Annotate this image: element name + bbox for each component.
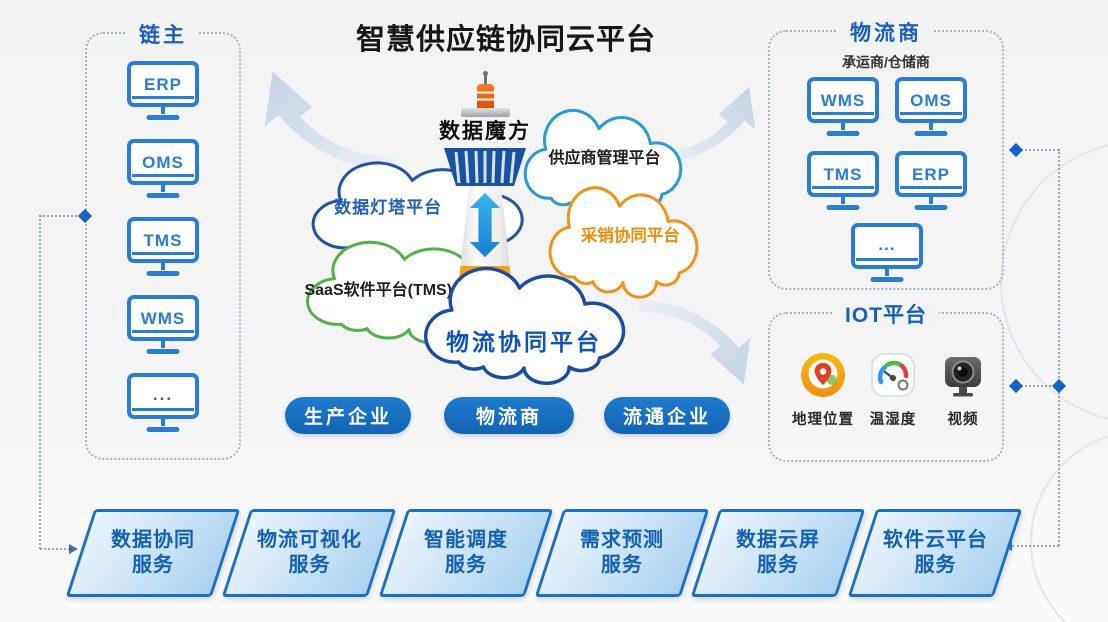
connector-line xyxy=(40,215,85,217)
gauge-icon xyxy=(871,353,915,397)
svg-text:TMS: TMS xyxy=(824,165,863,184)
cloud-logistics-collab: 物流协同平台 xyxy=(400,250,648,380)
location-pin-icon xyxy=(801,353,845,397)
page-title: 智慧供应链协同云平台 xyxy=(356,24,657,56)
flow-arrow-up-left xyxy=(264,71,398,173)
connector-node xyxy=(1008,378,1024,394)
service-label: 数据协同 xyxy=(111,529,196,551)
connector-line xyxy=(1016,149,1059,151)
service-label: 需求预测 xyxy=(580,529,665,551)
monitor-more-icon: ... xyxy=(127,373,199,432)
panel-title: 链主 xyxy=(127,19,199,49)
service-data-screen: 数据云屏 服务 xyxy=(691,509,866,597)
tower-antenna-mast xyxy=(484,74,487,86)
beacon-icon xyxy=(477,84,494,110)
svg-text:OMS: OMS xyxy=(910,91,952,110)
panel-logistics-provider: 物流商 承运商/仓储商 WMS OMS TMS ERP ... xyxy=(768,17,1004,290)
svg-text:OMS: OMS xyxy=(142,153,184,172)
connector-arrowhead xyxy=(69,544,78,554)
monitor-erp-icon: ERP xyxy=(127,61,199,120)
monitor-more-icon: ... xyxy=(851,223,923,282)
pill-label: 生产企业 xyxy=(303,407,392,428)
entity-pill-circulation: 流通企业 xyxy=(604,397,730,434)
decor-arc xyxy=(1030,430,1108,622)
svg-text:ERP: ERP xyxy=(144,75,182,94)
sensor-label: 温湿度 xyxy=(869,412,917,428)
cloud-label: 供应商管理平台 xyxy=(548,150,661,168)
flow-arrow-down-right xyxy=(638,299,751,385)
monitor-oms-icon: OMS xyxy=(895,77,967,136)
svg-text:WMS: WMS xyxy=(821,91,866,110)
cloud-label: SaaS软件平台(TMS) xyxy=(304,282,453,300)
service-label: 物流可视化 xyxy=(256,529,362,551)
tower-antenna-icon xyxy=(483,71,488,76)
svg-text:...: ... xyxy=(878,235,895,254)
cloud-procurement-collab: 采销协同平台 xyxy=(531,170,715,294)
entity-pill-logistics: 物流商 xyxy=(444,397,574,434)
svg-text:...: ... xyxy=(153,385,173,404)
cloud-label: 采销协同平台 xyxy=(580,227,680,246)
sync-double-arrow-icon xyxy=(469,192,501,258)
panel-title: IOT平台 xyxy=(833,299,939,329)
monitor-wms-icon: WMS xyxy=(127,295,199,354)
sensor-label: 地理位置 xyxy=(792,412,854,428)
sensor-label: 视频 xyxy=(947,412,979,428)
pill-label: 流通企业 xyxy=(622,407,711,428)
svg-text:WMS: WMS xyxy=(141,309,186,328)
panel-iot: IOT平台 xyxy=(768,299,1004,462)
entity-pill-producer: 生产企业 xyxy=(285,397,411,434)
service-smart-dispatch: 智能调度 服务 xyxy=(378,509,554,597)
monitor-tms-icon: TMS xyxy=(127,217,199,276)
tower-platform xyxy=(461,108,510,117)
cloud-label: 数据灯塔平台 xyxy=(334,198,443,218)
service-label: 服务 xyxy=(288,554,331,576)
service-data-collab: 数据协同 服务 xyxy=(65,509,241,597)
monitor-oms-icon: OMS xyxy=(127,139,199,198)
service-logistics-visibility: 物流可视化 服务 xyxy=(222,509,397,597)
connector-line xyxy=(40,548,70,550)
monitor-tms-icon: TMS xyxy=(807,151,879,210)
flow-arrow-up-right xyxy=(653,86,756,165)
service-label: 服务 xyxy=(913,554,956,576)
connector-line xyxy=(39,215,41,549)
panel-title: 物流商 xyxy=(838,17,934,47)
svg-text:ERP: ERP xyxy=(912,165,950,184)
svg-text:TMS: TMS xyxy=(144,231,183,250)
service-demand-forecast: 需求预测 服务 xyxy=(534,509,710,597)
tower-label: 数据魔方 xyxy=(439,120,531,143)
monitor-erp-icon: ERP xyxy=(895,151,967,210)
service-label: 智能调度 xyxy=(423,529,508,551)
service-label: 数据云屏 xyxy=(736,529,821,551)
connector-line xyxy=(1058,149,1060,546)
service-label: 服务 xyxy=(601,554,644,576)
monitor-wms-icon: WMS xyxy=(807,77,879,136)
tower-gallery xyxy=(444,148,526,186)
camera-icon xyxy=(945,357,981,397)
connector-line xyxy=(1012,545,1059,547)
service-label: 服务 xyxy=(757,554,800,576)
service-software-cloud: 软件云平台 服务 xyxy=(847,509,1023,597)
connector-node xyxy=(1008,142,1024,158)
service-row: 数据协同 服务 物流可视化 服务 智能调度 服务 需求预测 服务 数据云屏 服务… xyxy=(65,509,1023,597)
service-label: 服务 xyxy=(132,554,175,576)
cloud-label: 物流协同平台 xyxy=(446,328,602,355)
service-label: 软件云平台 xyxy=(882,529,988,551)
connector-line xyxy=(1016,385,1059,387)
panel-subtitle: 承运商/仓储商 xyxy=(842,54,930,70)
panel-chain-owner: 链主 ERP OMS TMS WMS ... xyxy=(85,19,241,460)
pill-label: 物流商 xyxy=(475,407,542,428)
service-label: 服务 xyxy=(444,554,487,576)
